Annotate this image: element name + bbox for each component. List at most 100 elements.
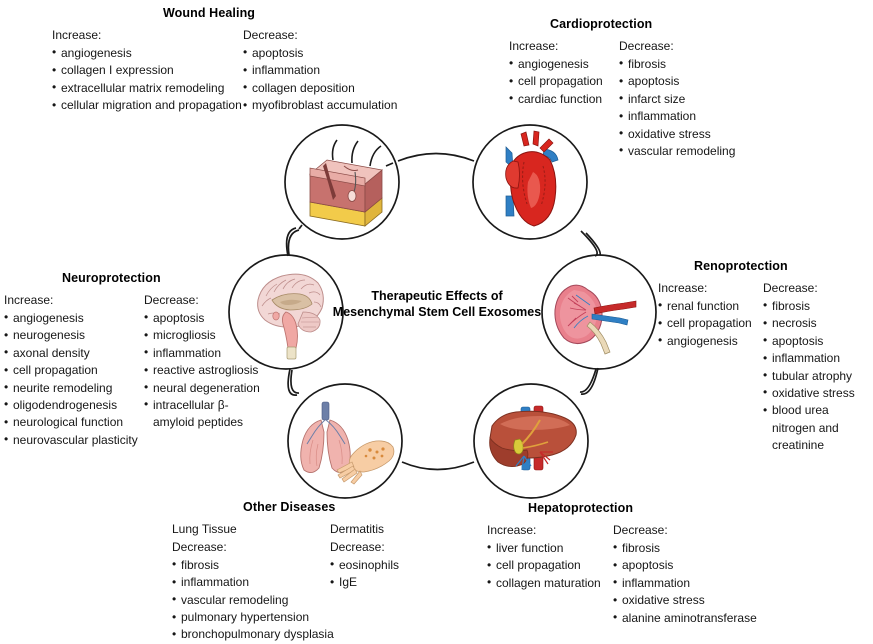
circle-renoprotection [541,254,657,370]
list-item: fibrosis [172,556,334,574]
list-item: collagen maturation [487,574,601,592]
cardioprotection-decrease-column: Decrease: fibrosis apoptosis infarct siz… [619,38,735,160]
list-item: apoptosis [613,557,757,575]
list-item: angiogenesis [658,332,752,350]
list-item: myofibroblast accumulation [243,97,397,115]
section-title-neuroprotection: Neuroprotection [62,271,161,285]
bullet-list: renal function cell propagation angiogen… [658,297,752,350]
list-item: cell propagation [658,315,752,333]
section-title-renoprotection: Renoprotection [694,259,788,273]
column-sublead: Decrease: [172,539,227,554]
bullet-list: angiogenesis cell propagation cardiac fu… [509,55,603,108]
other-diseases-dermatitis-column: Dermatitis Decrease: eosinophils IgE [330,521,399,592]
list-item: neurovascular plasticity [4,431,138,449]
hepatoprotection-increase-column: Increase: liver function cell propagatio… [487,522,601,592]
bullet-list: eosinophils IgE [330,556,399,592]
list-item: cardiac function [509,90,603,108]
list-item: reactive astrogliosis [144,362,262,380]
column-lead: Decrease: [613,523,668,537]
column-lead: Decrease: [243,28,298,42]
connector-lower-left [290,369,300,394]
list-item: inflammation [144,344,262,362]
list-item: fibrosis [619,55,735,73]
list-item: IgE [330,574,399,592]
column-lead: Increase: [4,293,54,307]
bullet-list: apoptosis microgliosis inflammation reac… [144,309,262,432]
bullet-list: liver function cell propagation collagen… [487,539,601,592]
column-lead: Decrease: [619,39,674,53]
column-lead: Increase: [52,28,102,42]
bullet-list: fibrosis apoptosis inflammation oxidativ… [613,539,757,627]
list-item: neurological function [4,414,138,432]
list-item: oxidative stress [619,125,735,143]
neuroprotection-decrease-column: Decrease: apoptosis microgliosis inflamm… [144,292,262,432]
list-item: inflammation [613,574,757,592]
circle-cardioprotection [472,124,588,240]
list-item: eosinophils [330,556,399,574]
column-lead: Decrease: [144,293,199,307]
list-item: cell propagation [4,362,138,380]
list-item: tubular atrophy [763,367,873,385]
list-item: vascular remodeling [619,142,735,160]
list-item: cellular migration and propagation [52,97,242,115]
column-lead: Dermatitis [330,522,385,536]
list-item: axonal density [4,344,138,362]
brain-icon [257,273,324,360]
skin-wound-icon [309,139,383,227]
liver-icon [489,405,577,471]
connector-upper-right [580,230,598,257]
renoprotection-increase-column: Increase: renal function cell propagatio… [658,280,752,350]
bullet-list: angiogenesis collagen I expression extra… [52,44,242,115]
list-item: blood urea nitrogen and creatinine [763,402,873,454]
list-item: inflammation [243,62,397,80]
circle-other-diseases [287,383,403,499]
list-item: pulmonary hypertension [172,609,334,627]
column-sublead: Decrease: [330,539,385,554]
section-title-cardioprotection: Cardioprotection [550,17,653,31]
column-lead: Increase: [487,523,537,537]
bullet-list: angiogenesis neurogenesis axonal density… [4,309,138,449]
list-item: apoptosis [763,332,873,350]
list-item: alanine aminotransferase [613,609,757,627]
list-item: cell propagation [487,557,601,575]
lungs-hand-icon [300,401,395,485]
list-item: infarct size [619,90,735,108]
column-lead: Lung Tissue [172,522,237,536]
other-diseases-lung-column: Lung Tissue Decrease: fibrosis inflammat… [172,521,334,644]
circle-wound-healing [284,124,400,240]
wound-healing-increase-column: Increase: angiogenesis collagen I expres… [52,27,242,115]
list-item: oxidative stress [613,592,757,610]
connector-lower-right [579,368,597,393]
hepatoprotection-decrease-column: Decrease: fibrosis apoptosis inflammatio… [613,522,757,627]
neuroprotection-increase-column: Increase: angiogenesis neurogenesis axon… [4,292,138,449]
list-item: vascular remodeling [172,591,334,609]
list-item: necrosis [763,315,873,333]
section-title-hepatoprotection: Hepatoprotection [528,501,634,515]
renoprotection-decrease-column: Decrease: fibrosis necrosis apoptosis in… [763,280,873,455]
center-caption-line2: Mesenchymal Stem Cell Exosomes [332,304,542,319]
list-item: apoptosis [144,309,262,327]
connector-upper-left [287,229,300,256]
list-item: angiogenesis [509,55,603,73]
bullet-list: fibrosis inflammation vascular remodelin… [172,556,334,644]
column-lead: Decrease: [763,281,818,295]
connector-top [397,152,475,162]
list-item: angiogenesis [4,309,138,327]
list-item: microgliosis [144,327,262,345]
list-item: apoptosis [243,44,397,62]
list-item: fibrosis [613,539,757,557]
connector-bottom [401,461,475,471]
list-item: apoptosis [619,73,735,91]
bullet-list: fibrosis apoptosis infarct size inflamma… [619,55,735,160]
list-item: inflammation [619,108,735,126]
list-item: liver function [487,539,601,557]
list-item: renal function [658,297,752,315]
list-item: oxidative stress [763,384,873,402]
list-item: neural degeneration [144,379,262,397]
list-item: inflammation [172,574,334,592]
list-item: bronchopulmonary dysplasia [172,626,334,644]
list-item: collagen deposition [243,79,397,97]
list-item: angiogenesis [52,44,242,62]
list-item: oligodendrogenesis [4,396,138,414]
